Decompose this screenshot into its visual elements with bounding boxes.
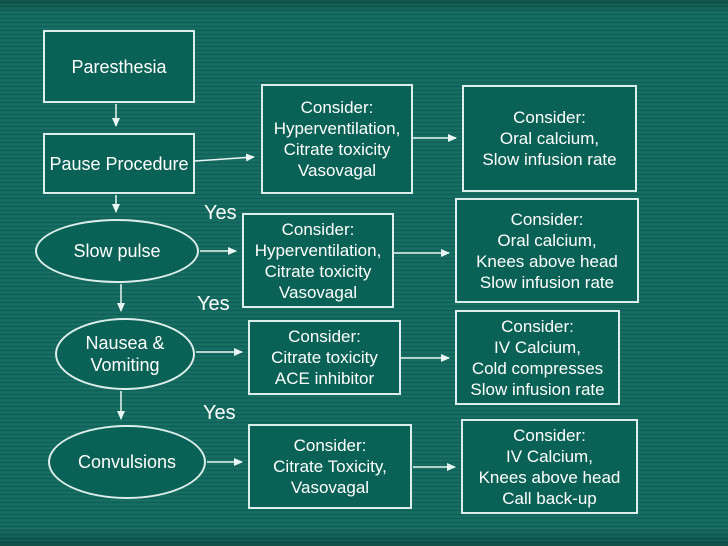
- node-label: Convulsions: [77, 452, 177, 472]
- node-action-nausea: Consider: IV Calcium, Cold compresses Sl…: [455, 310, 620, 405]
- node-label: Knees above head: [476, 251, 618, 271]
- node-label: Vasovagal: [278, 282, 358, 302]
- node-consider-slow-pulse: Consider: Hyperventilation, Citrate toxi…: [242, 213, 394, 308]
- node-label: Consider:: [300, 98, 374, 117]
- node-label: Vasovagal: [290, 478, 370, 497]
- node-label: Pause Procedure: [49, 153, 189, 174]
- node-label: Citrate toxicity: [264, 261, 372, 281]
- node-consider-nausea: Consider: Citrate toxicity ACE inhibitor: [248, 320, 401, 395]
- node-label: Vomiting: [90, 355, 160, 375]
- node-label: Knees above head: [478, 467, 621, 487]
- node-label: Hyperventilation,: [254, 240, 382, 260]
- arrow-pause-to-consider1: [194, 153, 255, 162]
- node-consider-paresthesia: Consider: Hyperventilation, Citrate toxi…: [261, 84, 413, 194]
- node-label: Consider:: [293, 436, 367, 455]
- node-convulsions: Convulsions: [48, 425, 206, 499]
- node-label: Slow infusion rate: [479, 272, 615, 292]
- node-label: Vasovagal: [297, 161, 377, 180]
- node-label: Consider:: [501, 316, 574, 336]
- node-slow-pulse: Slow pulse: [35, 219, 199, 283]
- node-label: Oral calcium,: [497, 230, 597, 250]
- node-label: Slow pulse: [73, 241, 161, 261]
- node-label: Paresthesia: [71, 56, 167, 77]
- node-label: Hyperventilation,: [273, 119, 401, 138]
- node-label: Consider:: [510, 209, 584, 229]
- node-label: IV Calcium,: [506, 446, 593, 466]
- node-paresthesia: Paresthesia: [43, 30, 195, 103]
- node-label: Slow infusion rate: [482, 150, 617, 169]
- node-label: Nausea &: [85, 333, 165, 353]
- node-label: Call back-up: [502, 488, 597, 508]
- node-label: Cold compresses: [471, 358, 604, 378]
- node-label: Consider:: [513, 108, 586, 127]
- node-label: Citrate toxicity: [283, 140, 391, 159]
- node-label: Consider:: [281, 219, 355, 239]
- node-action-slow-pulse: Consider: Oral calcium, Knees above head…: [455, 198, 639, 303]
- yes-label-convulsions: Yes: [203, 402, 236, 424]
- node-action-paresthesia: Consider: Oral calcium, Slow infusion ra…: [462, 85, 637, 192]
- node-label: Oral calcium,: [499, 129, 600, 148]
- node-consider-convulsions: Consider: Citrate Toxicity, Vasovagal: [248, 424, 412, 509]
- node-label: ACE inhibitor: [274, 369, 375, 388]
- yes-label-nausea: Yes: [197, 293, 230, 315]
- node-label: IV Calcium,: [494, 337, 581, 357]
- yes-label-slow-pulse: Yes: [204, 202, 237, 224]
- node-nausea-vomiting: Nausea & Vomiting: [55, 318, 195, 390]
- node-label: Citrate toxicity: [271, 348, 378, 367]
- node-label: Citrate Toxicity,: [273, 457, 387, 476]
- node-pause-procedure: Pause Procedure: [43, 133, 195, 194]
- node-label: Consider:: [288, 327, 361, 346]
- node-label: Slow infusion rate: [470, 379, 605, 399]
- node-action-convulsions: Consider: IV Calcium, Knees above head C…: [461, 419, 638, 514]
- node-label: Consider:: [513, 425, 586, 445]
